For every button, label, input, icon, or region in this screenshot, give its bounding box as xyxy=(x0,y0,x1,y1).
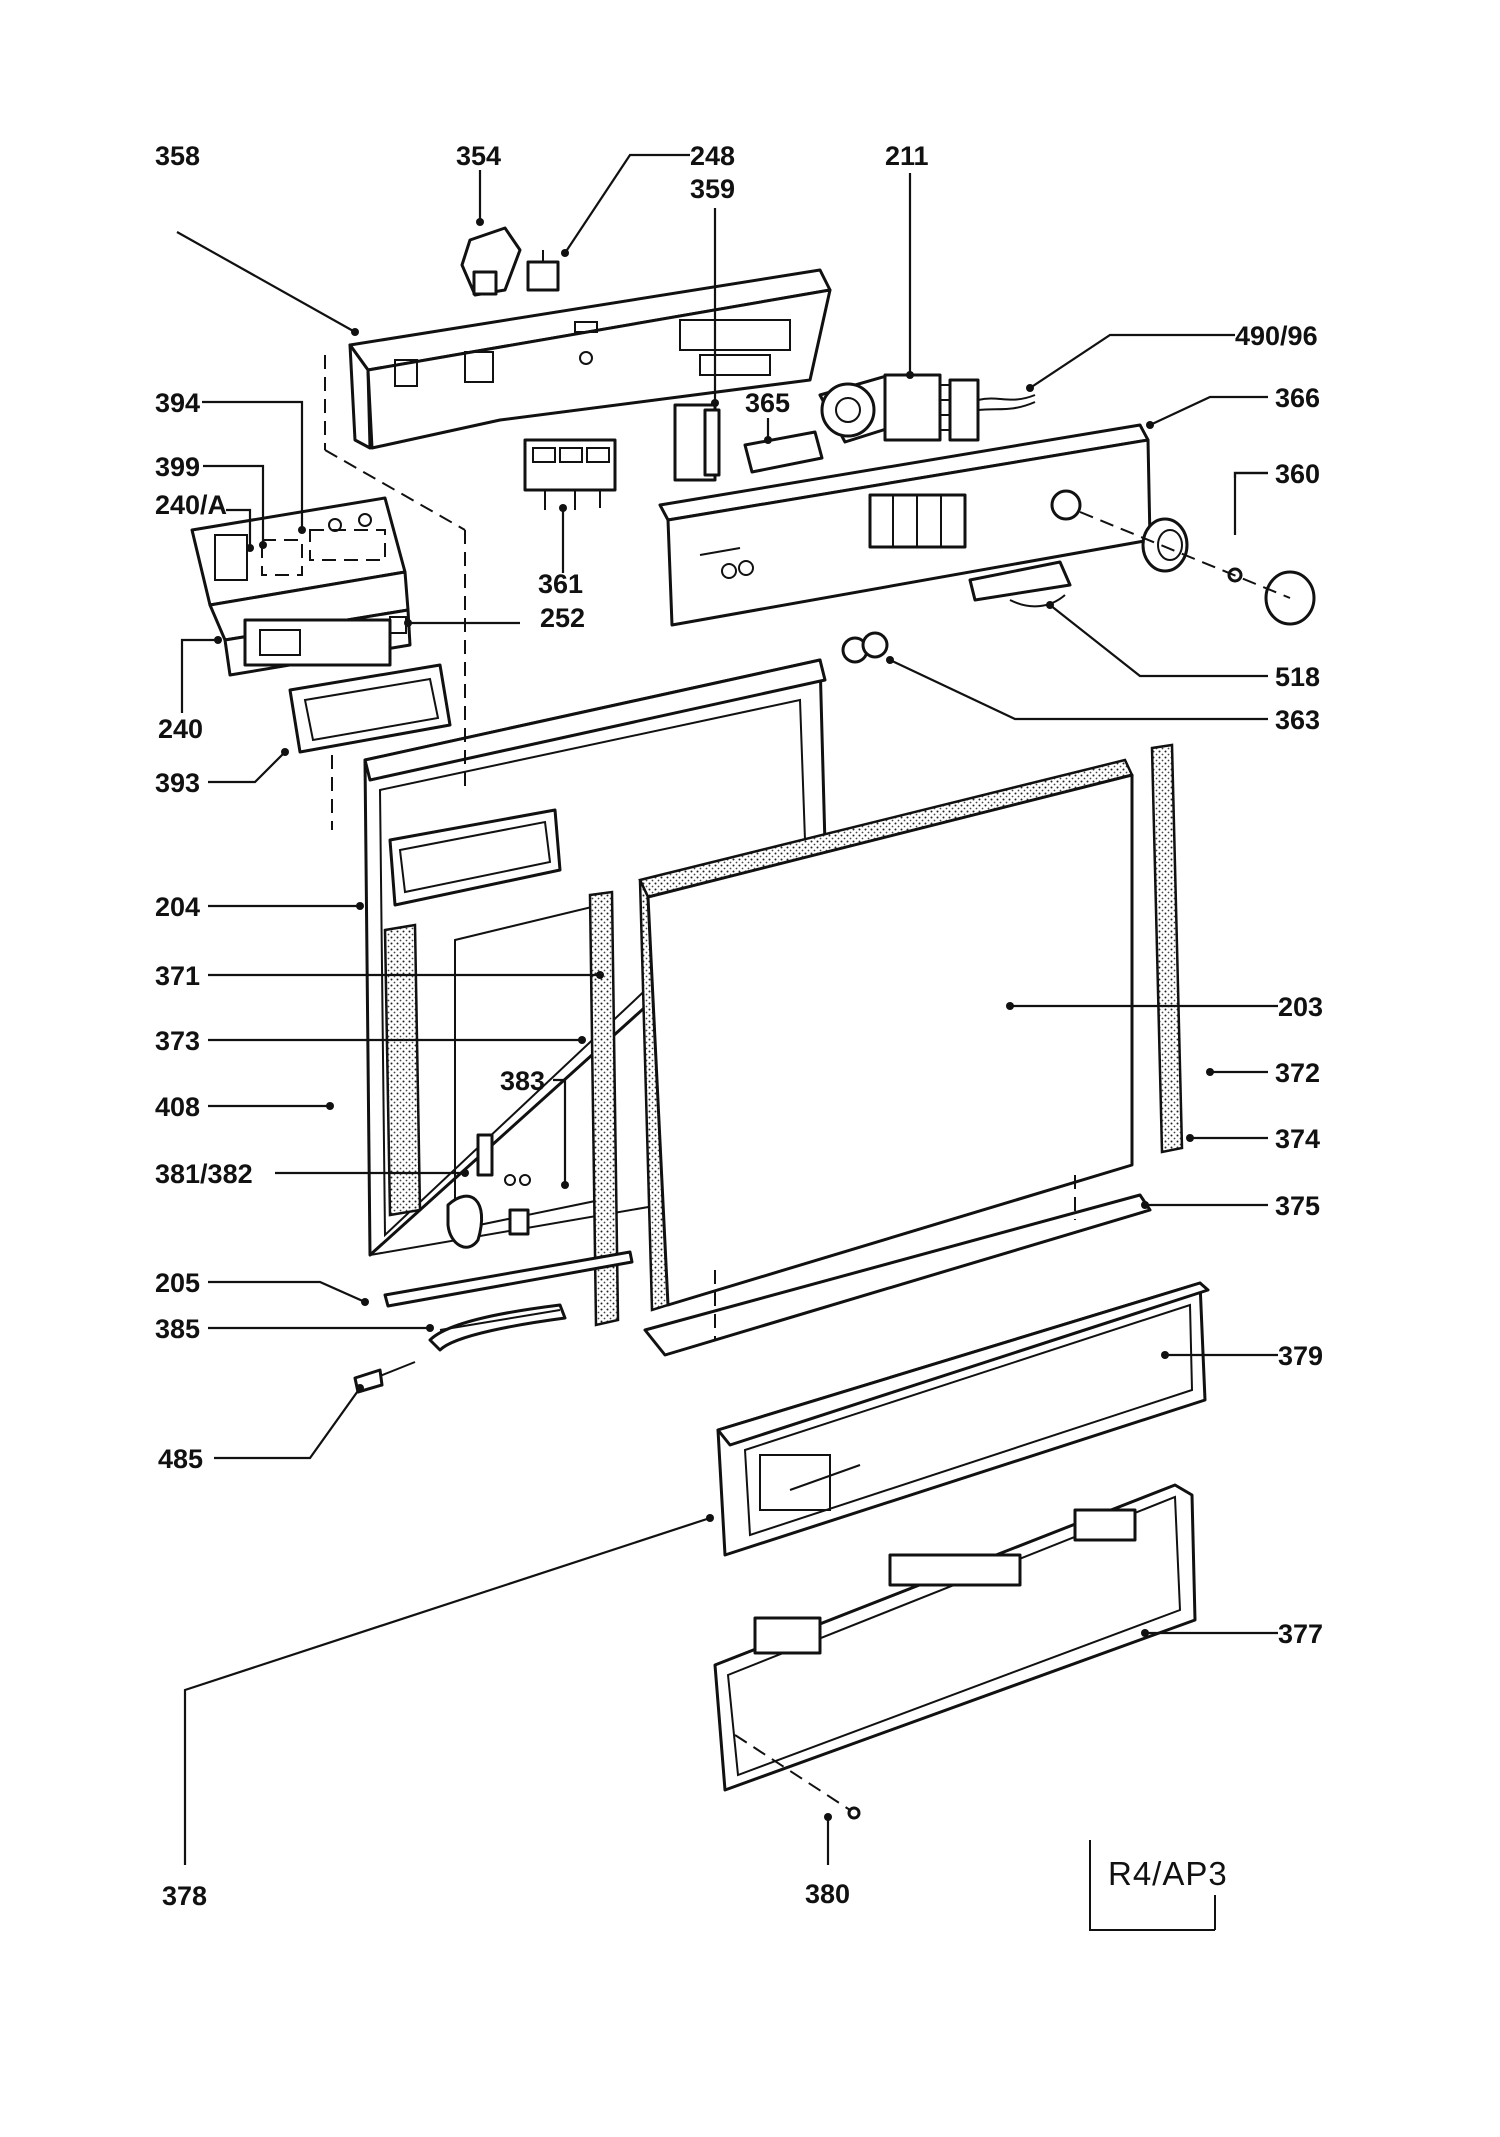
part-365-cover xyxy=(743,430,824,474)
label-378: 378 xyxy=(162,1881,207,1911)
label-204: 204 xyxy=(155,892,200,922)
label-366: 366 xyxy=(1275,383,1320,413)
label-394: 394 xyxy=(155,388,200,418)
part-354-switch xyxy=(460,226,522,297)
label-363: 363 xyxy=(1275,705,1320,735)
part-248-small-switch xyxy=(526,250,560,292)
part-205-bar xyxy=(383,1250,634,1308)
bracket-360 xyxy=(1233,471,1268,478)
part-203-outer-door xyxy=(638,758,1134,1312)
part-375-rail xyxy=(643,1175,1152,1357)
part-485-clip xyxy=(353,1361,416,1394)
label-205: 205 xyxy=(155,1268,200,1298)
assembly-guide-lines xyxy=(324,355,466,830)
label-373: 373 xyxy=(155,1026,200,1056)
label-399: 399 xyxy=(155,452,200,482)
part-380-screw xyxy=(734,1734,861,1820)
part-240-dispenser xyxy=(190,496,412,677)
label-374: 374 xyxy=(1275,1124,1320,1154)
label-252: 252 xyxy=(540,603,585,633)
label-490-96: 490/96 xyxy=(1235,321,1318,351)
label-379: 379 xyxy=(1278,1341,1323,1371)
label-361: 361 xyxy=(538,569,583,599)
label-203: 203 xyxy=(1278,992,1323,1022)
leader-dots xyxy=(214,218,1214,1821)
part-360-knob xyxy=(1079,511,1316,626)
label-383: 383 xyxy=(500,1066,545,1096)
reference-code: R4/AP3 xyxy=(1108,1855,1228,1892)
reference-code-box: R4/AP3 xyxy=(1089,1840,1228,1931)
label-408: 408 xyxy=(155,1092,200,1122)
part-359-bracket xyxy=(673,403,721,482)
label-380: 380 xyxy=(805,1879,850,1909)
label-518: 518 xyxy=(1275,662,1320,692)
leader-lines xyxy=(176,153,1278,1865)
label-240a: 240/A xyxy=(155,490,227,520)
part-211-timer xyxy=(818,373,955,444)
label-354: 354 xyxy=(456,141,501,171)
part-363-buttons xyxy=(841,631,889,664)
part-393-seal xyxy=(288,663,452,754)
part-372-seal-strip xyxy=(1150,743,1184,1154)
label-375: 375 xyxy=(1275,1191,1320,1221)
part-373-seal-strip xyxy=(588,890,620,1327)
part-379-kickplate xyxy=(716,1281,1210,1557)
label-359: 359 xyxy=(690,174,735,204)
label-248: 248 xyxy=(690,141,735,171)
label-211: 211 xyxy=(885,141,929,171)
part-361-selector-switch xyxy=(523,438,617,510)
label-358: 358 xyxy=(155,141,200,171)
part-385-spring xyxy=(428,1303,567,1352)
label-365: 365 xyxy=(745,388,790,418)
label-393: 393 xyxy=(155,768,200,798)
label-381-382: 381/382 xyxy=(155,1159,253,1189)
label-371: 371 xyxy=(155,961,200,991)
part-490-96-harness xyxy=(948,378,1036,442)
callout-labels: 358 354 248 359 211 490/96 394 365 366 3… xyxy=(155,141,1323,1911)
label-385: 385 xyxy=(155,1314,200,1344)
part-358-top-bracket xyxy=(348,268,832,450)
part-381-hinge xyxy=(446,1133,531,1249)
part-377-trim-panel xyxy=(713,1483,1197,1792)
label-240: 240 xyxy=(158,714,203,744)
part-366-control-panel xyxy=(658,423,1152,627)
label-360: 360 xyxy=(1275,459,1320,489)
part-518-handle xyxy=(968,560,1072,608)
label-377: 377 xyxy=(1278,1619,1323,1649)
label-485: 485 xyxy=(158,1444,203,1474)
label-372: 372 xyxy=(1275,1058,1320,1088)
